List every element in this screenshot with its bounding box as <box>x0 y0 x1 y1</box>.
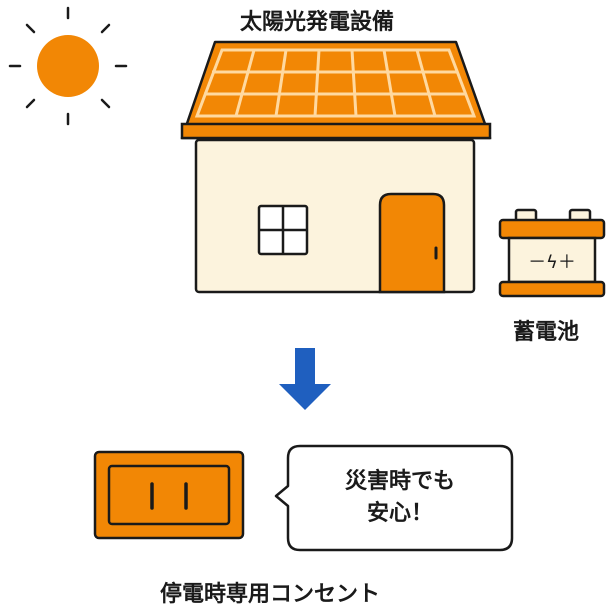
solar-panel-lines <box>204 49 465 117</box>
house-icon <box>180 40 492 294</box>
battery-icon: －ϟ＋ <box>498 208 606 298</box>
sun-disc <box>37 35 99 97</box>
down-arrow-icon <box>279 348 331 410</box>
sun-icon <box>8 6 128 126</box>
speech-bubble <box>274 444 514 552</box>
battery-bottom-band <box>498 280 606 298</box>
speech-bubble-text: 災害時でも 安心！ <box>292 452 508 544</box>
bubble-line-1: 災害時でも <box>344 469 455 494</box>
battery-top-band <box>498 218 606 240</box>
solar-equipment-label: 太陽光発電設備 <box>240 10 395 35</box>
door-icon <box>378 192 446 294</box>
window-icon <box>257 204 309 256</box>
house-eaves <box>180 122 492 140</box>
battery-polarity-symbols: －ϟ＋ <box>528 252 576 273</box>
battery-label: 蓄電池 <box>513 320 580 345</box>
sun-rays <box>8 6 128 126</box>
outlet-icon <box>93 450 245 540</box>
outage-outlet-label: 停電時専用コンセント <box>160 582 381 607</box>
solar-panel-grid <box>194 48 477 118</box>
battery-body <box>507 236 597 284</box>
bubble-line-2: 安心！ <box>366 501 433 526</box>
outlet-face <box>107 464 231 526</box>
